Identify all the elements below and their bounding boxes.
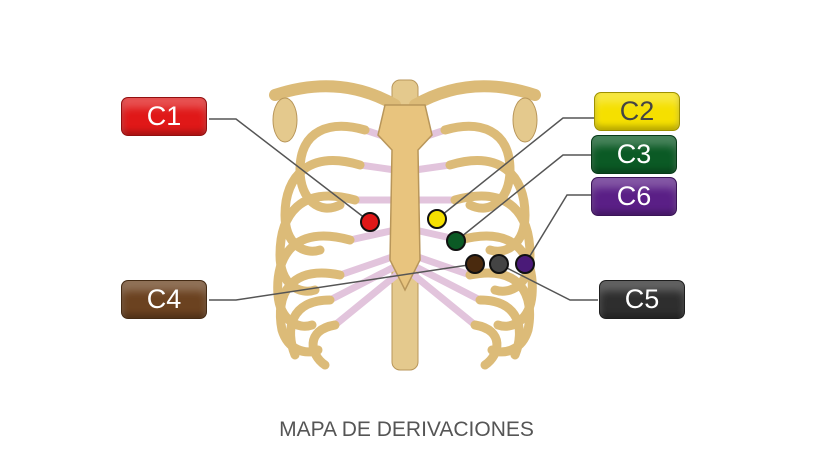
electrode-c4 [465, 254, 485, 274]
electrode-dots [360, 209, 535, 274]
electrode-c2 [427, 209, 447, 229]
lead-label-c1: C1 [121, 97, 207, 136]
diagram-caption: MAPA DE DERIVACIONES [279, 418, 534, 441]
lead-label-c6: C6 [591, 177, 677, 216]
leader-lines [209, 117, 598, 301]
lead-label-c5: C5 [599, 280, 685, 319]
sternum [377, 104, 433, 292]
lead-label-c2: C2 [594, 92, 680, 131]
electrode-c6 [515, 254, 535, 274]
electrode-c3 [446, 231, 466, 251]
lead-label-c3: C3 [591, 135, 677, 174]
lead-label-c4: C4 [121, 280, 207, 319]
cartilage [326, 126, 484, 329]
electrode-c1 [360, 212, 380, 232]
rib-cage [269, 79, 541, 371]
clavicles [269, 80, 541, 111]
electrode-c5 [489, 254, 509, 274]
ribs [273, 121, 537, 370]
